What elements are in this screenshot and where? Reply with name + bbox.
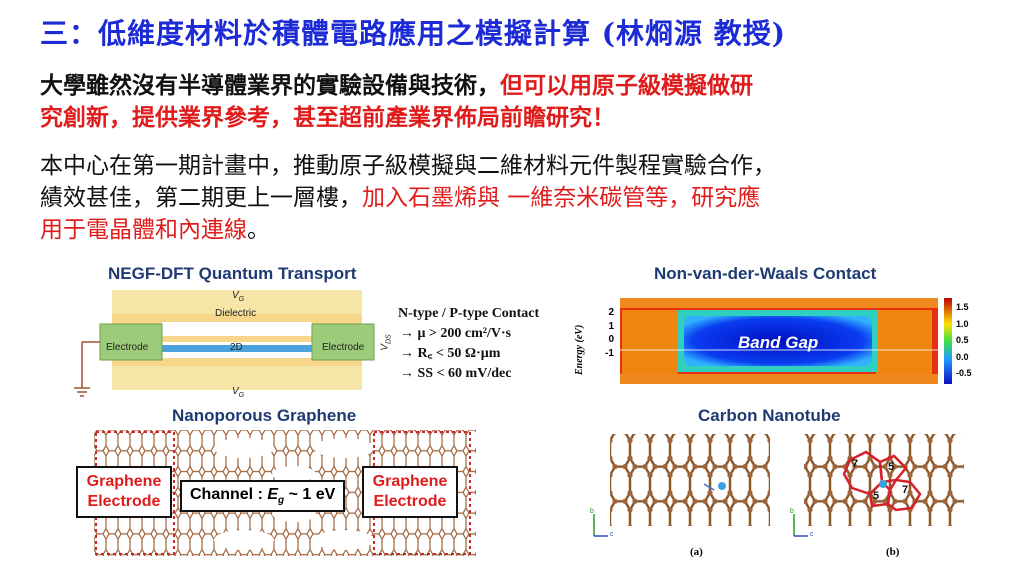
- contact-subthreshold-swing: → SS < 60 mV/dec: [400, 366, 512, 381]
- summary-highlight-1: 加入石墨烯與 一維奈米碳管等，研究應: [362, 185, 761, 211]
- energy-axis-label: Energy (eV): [574, 324, 585, 375]
- ring-5-top: [878, 454, 908, 484]
- electrode-right-label: Electrode: [322, 342, 365, 353]
- axis-label-b-b: b: [790, 508, 794, 515]
- contact-resistance: → R꜀ < 50 Ω·μm: [400, 346, 501, 361]
- intro-text: 大學雖然沒有半導體業界的實驗設備與技術，: [40, 72, 500, 99]
- summary-period: 。: [247, 217, 270, 243]
- dielectric-gap: [162, 322, 312, 336]
- cnt-defect-atom-a: [718, 482, 726, 490]
- channel-bandgap-label: Channel : Eg ~ 1 eV: [180, 480, 346, 512]
- page-title: 三：低維度材料於積體電路應用之模擬計算 (林烱源 教授): [40, 17, 786, 50]
- ring-label-5-top: 5: [888, 461, 895, 473]
- summary-paragraph: 本中心在第一期計畫中，推動原子級模擬與二維材料元件製程實驗合作， 績效甚佳，第二…: [40, 150, 776, 246]
- caption-b: (b): [886, 546, 900, 558]
- heatmap-bottom-band: [620, 374, 938, 384]
- cnt-lattice-a: [610, 434, 770, 526]
- cnt-heading: Carbon Nanotube: [698, 406, 841, 425]
- 2d-label: 2D: [230, 342, 243, 353]
- colorbar: [944, 298, 952, 384]
- pore-2: [314, 438, 374, 458]
- cnt-lattice-b: [804, 434, 964, 526]
- axis-label-c-b: c: [810, 531, 814, 538]
- heatmap-right-region: [876, 310, 932, 374]
- ring-label-7-left: 7: [852, 458, 859, 470]
- intro-paragraph: 大學雖然沒有半導體業界的實驗設備與技術，但可以用原子級模擬做研 究創新，提供業界…: [40, 70, 753, 134]
- carbon-nanotube-figures: [593, 434, 964, 537]
- pore-4: [314, 530, 374, 550]
- pore-5: [272, 466, 316, 482]
- vds-label: VDS: [379, 334, 393, 351]
- ring-label-5-bottom: 5: [873, 490, 880, 502]
- dielectric-label: Dielectric: [215, 308, 257, 319]
- caption-a: (a): [690, 546, 703, 558]
- heatmap-top-band: [620, 298, 938, 308]
- pore-1: [214, 438, 274, 458]
- top-gate-layer: [112, 290, 362, 314]
- band-gap-region: [684, 316, 872, 366]
- intro-highlight-2: 究創新，提供業界參考，甚至超前產業界佈局前瞻研究！: [40, 104, 615, 131]
- axis-label-c-a: c: [610, 531, 614, 538]
- vg-bottom-label: VG: [232, 386, 245, 399]
- nvdw-heading: Non-van-der-Waals Contact: [654, 264, 877, 283]
- bottom-gate-layer: [112, 366, 362, 390]
- heatmap-left-region: [622, 310, 678, 374]
- summary-highlight-2: 用于電晶體和內連線: [40, 217, 247, 243]
- vg-top-label: VG: [232, 290, 245, 303]
- pore-3: [214, 530, 274, 550]
- 2d-channel: [162, 345, 312, 352]
- nanoporous-heading: Nanoporous Graphene: [172, 406, 357, 425]
- electrode-left-label: Electrode: [106, 342, 149, 353]
- contact-mobility: → μ > 200 cm²/V·s: [400, 326, 512, 341]
- cnt-defect-atom-b: [879, 480, 887, 488]
- left-electrode: [99, 323, 163, 361]
- contact-properties: N-type / P-type Contact → μ > 200 cm²/V·…: [398, 304, 539, 384]
- contact-title: N-type / P-type Contact: [398, 306, 540, 321]
- summary-line-1: 本中心在第一期計畫中，推動原子級模擬與二維材料元件製程實驗合作，: [40, 153, 776, 179]
- axis-label-b-a: b: [590, 508, 594, 515]
- cnt-arrow-a: [703, 483, 715, 491]
- summary-line-2: 績效甚佳，第二期更上一層樓，: [40, 185, 362, 211]
- ring-7-right: [886, 478, 922, 512]
- negf-device-diagram: [74, 290, 375, 397]
- right-electrode: [311, 323, 375, 361]
- negf-heading: NEGF-DFT Quantum Transport: [108, 264, 357, 283]
- ring-label-7-right: 7: [902, 484, 909, 496]
- band-gap-heatmap: [620, 298, 952, 384]
- band-gap-label: Band Gap: [738, 333, 819, 352]
- intro-highlight-1: 但可以用原子級模擬做研: [500, 72, 753, 99]
